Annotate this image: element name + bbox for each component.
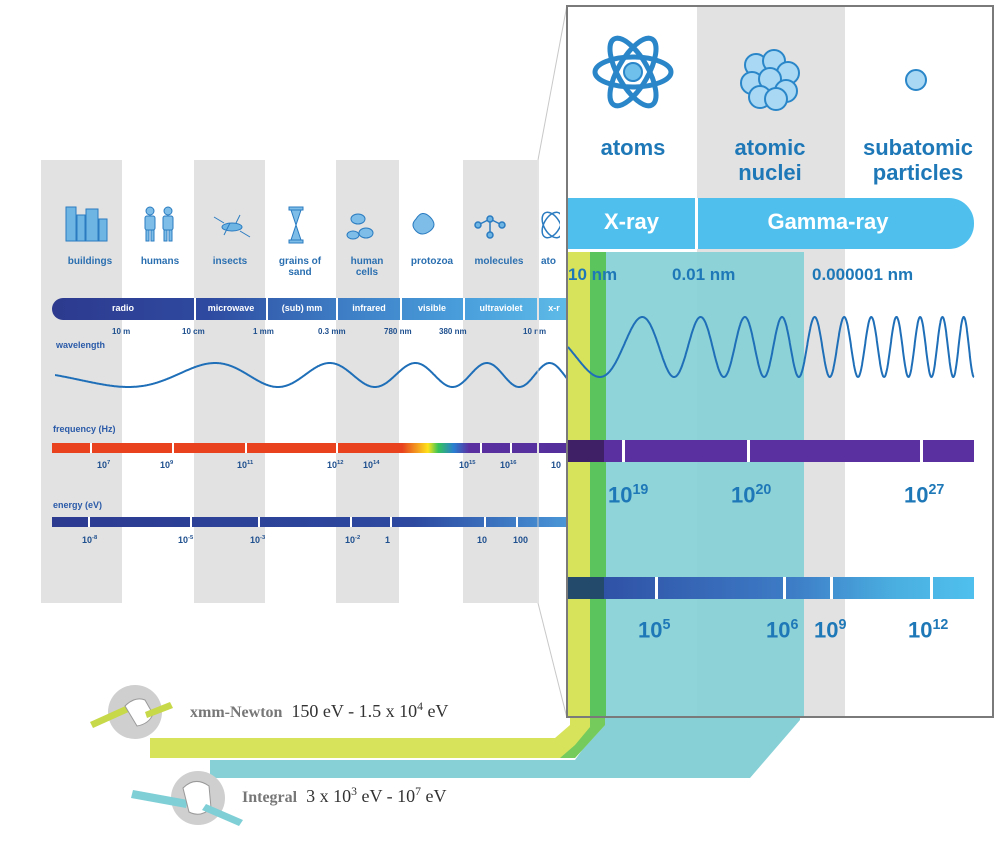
molecule-icon xyxy=(474,215,506,239)
column-label-humans: humans xyxy=(140,256,180,267)
zoom-band-divider xyxy=(695,198,698,249)
energy-tick: 10-8 xyxy=(82,535,98,545)
zoom-energy-tick: 105 xyxy=(638,617,671,643)
band-visible: visible xyxy=(417,303,446,313)
frequency-bar xyxy=(52,443,567,453)
wavelength-tick: 10 cm xyxy=(182,327,205,336)
energy-tick: 1 xyxy=(385,535,391,545)
frequency-title: frequency (Hz) xyxy=(53,424,116,434)
energy-tick: 10-2 xyxy=(345,535,361,545)
band-radio: radio xyxy=(111,303,134,313)
frequency-tick: 1014 xyxy=(363,460,380,470)
wavelength-wave-left xyxy=(55,362,570,388)
frequency-tick: 1016 xyxy=(500,460,517,470)
wavelength-tick: 10 nm xyxy=(523,327,547,336)
energy-tick: 10 xyxy=(477,535,488,545)
hourglass-icon xyxy=(288,206,304,244)
frequency-tick: 1012 xyxy=(327,460,344,470)
humans-icon xyxy=(144,206,174,242)
xmm-newton-satellite-icon xyxy=(90,685,173,739)
band-submm: (sub) mm xyxy=(281,303,323,313)
zoom-energy-tick: 106 xyxy=(766,617,799,643)
energy-title: energy (eV) xyxy=(53,500,103,510)
energy-bar xyxy=(52,517,567,527)
frequency-tick: 10 xyxy=(551,460,562,470)
zoom-energy-tick: 109 xyxy=(814,617,847,643)
column-label-buildings: buildings xyxy=(67,256,113,267)
zoom-label-subatomic-particles: subatomic particles xyxy=(862,135,974,185)
zoom-energy-tick: 1012 xyxy=(908,617,949,643)
xmm-range-band xyxy=(568,252,594,716)
column-label-grains-of-sand: grains of sand xyxy=(278,256,322,278)
zoom-wavelength-0000001nm: 0.000001 nm xyxy=(812,265,914,284)
frequency-tick: 107 xyxy=(97,460,111,470)
wavelength-tick: 0.3 mm xyxy=(318,327,346,336)
integral-satellite-icon xyxy=(131,771,243,826)
wavelength-tick: 780 nm xyxy=(384,327,412,336)
zoom-band-bar xyxy=(568,198,974,249)
zoom-band-gamma: Gamma-ray xyxy=(767,209,889,234)
cells-icon xyxy=(346,213,374,240)
energy-tick: 10-5 xyxy=(178,535,194,545)
zoom-band-xray: X-ray xyxy=(603,209,660,234)
frequency-tick: 1011 xyxy=(237,460,254,470)
wavelength-wave-zoom xyxy=(568,315,975,379)
column-label-insects: insects xyxy=(212,256,248,267)
wavelength-title: wavelength xyxy=(56,340,106,350)
column-label-human-cells: human cells xyxy=(350,256,384,278)
wavelength-tick: 380 nm xyxy=(439,327,467,336)
zoom-connector xyxy=(537,4,568,719)
zoom-frequency-bar xyxy=(568,440,974,462)
energy-tick: 10-3 xyxy=(250,535,266,545)
zoom-panel: atoms atomic nuclei subatomic particles … xyxy=(566,5,994,718)
protozoa-icon xyxy=(412,213,435,235)
zoom-frequency-tick: 1019 xyxy=(608,482,649,508)
grey-column xyxy=(194,160,265,603)
integral-range-band xyxy=(594,252,804,716)
zoom-wavelength-001nm: 0.01 nm xyxy=(672,265,736,284)
wavelength-tick: 10 m xyxy=(112,327,131,336)
object-icons xyxy=(65,206,560,244)
insect-icon xyxy=(213,214,251,238)
column-label-atoms-cut: ato xyxy=(541,256,556,267)
band-microwave: microwave xyxy=(207,303,255,313)
atom-icon-small xyxy=(541,211,560,239)
column-label-molecules: molecules xyxy=(474,256,524,267)
band-ultraviolet: ultraviolet xyxy=(479,303,523,313)
overlap-band xyxy=(590,252,606,716)
zoom-label-atoms: atoms xyxy=(600,135,666,160)
frequency-tick: 109 xyxy=(160,460,174,470)
zoom-frequency-tick: 1020 xyxy=(731,482,772,508)
particle-icon xyxy=(905,69,927,91)
integral-label: Integral 3 x 103 eV - 107 eV xyxy=(242,785,447,806)
xmm-newton-label: xmm-Newton 150 eV - 1.5 x 104 eV xyxy=(190,700,449,721)
zoom-energy-bar xyxy=(568,577,974,599)
nucleus-icon xyxy=(740,49,800,111)
column-label-protozoa: protozoa xyxy=(410,256,454,267)
zoom-frequency-tick: 1027 xyxy=(904,482,945,508)
band-bar xyxy=(52,298,572,320)
grey-column xyxy=(463,160,537,603)
wavelength-tick: 1 mm xyxy=(253,327,274,336)
energy-tick: 100 xyxy=(513,535,529,545)
buildings-icon xyxy=(65,206,108,242)
zoom-label-atomic-nuclei: atomic nuclei xyxy=(734,135,806,185)
band-xray-cut: x-r xyxy=(548,303,560,313)
atom-icon xyxy=(592,35,674,109)
frequency-tick: 1015 xyxy=(459,460,476,470)
band-infrared: infrared xyxy=(352,303,386,313)
zoom-wavelength-10nm: 10 nm xyxy=(568,265,618,284)
